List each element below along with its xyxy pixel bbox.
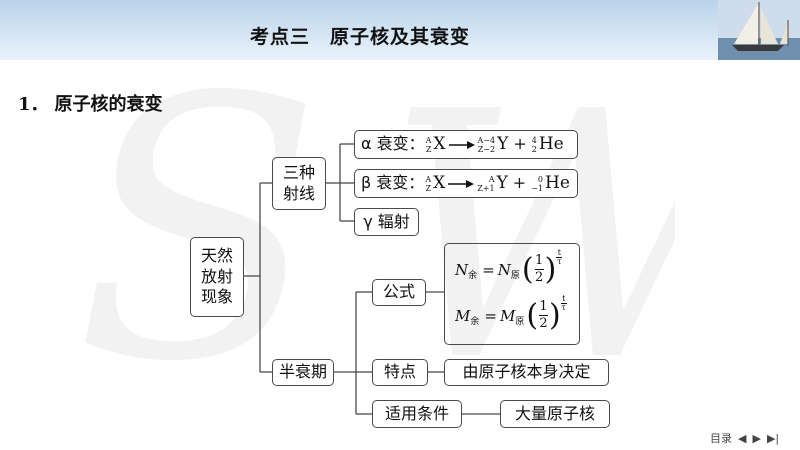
root-line-2: 放射 [200, 266, 233, 286]
node-gamma-radiation: γ 辐射 [354, 208, 419, 236]
node-feature-value: 由原子核本身决定 [444, 359, 609, 386]
node-applicable-condition: 适用条件 [372, 400, 462, 428]
prev-slide-icon[interactable]: ◀ [738, 431, 747, 445]
rays-line-1: 三种 [282, 162, 315, 182]
slide-navigation: 目录 ◀ ▶ ▶| [710, 430, 785, 446]
reaction-arrow-icon [448, 179, 475, 188]
node-applicable-value: 大量原子核 [500, 400, 610, 428]
node-feature: 特点 [372, 359, 428, 386]
alpha-prefix: α 衰变： [361, 134, 425, 154]
beta-prefix: β 衰变： [361, 173, 425, 193]
header-bar: 考点三 原子核及其衰变 [0, 0, 800, 60]
section-heading: 1．原子核的衰变 [18, 90, 163, 116]
section-title-text: 原子核的衰变 [54, 94, 163, 115]
next-slide-icon[interactable]: ▶ [752, 431, 761, 445]
page-title: 考点三 原子核及其衰变 [249, 26, 470, 48]
node-three-rays: 三种 射线 [272, 157, 326, 210]
toc-link[interactable]: 目录 [710, 432, 732, 445]
beta-particle-nuclide: 0−1 He [531, 173, 570, 194]
beta-plus: + [512, 173, 527, 193]
reaction-arrow-icon [448, 140, 475, 149]
node-half-life: 半衰期 [272, 359, 334, 386]
last-slide-icon[interactable]: ▶| [766, 431, 780, 445]
root-line-3: 现象 [200, 287, 233, 307]
alpha-plus: + [513, 134, 527, 154]
section-number: 1． [18, 94, 49, 115]
root-line-1: 天然 [200, 245, 233, 265]
sailboat-photo [718, 0, 800, 60]
rays-line-2: 射线 [282, 183, 315, 203]
node-formula: 公式 [372, 279, 426, 306]
root-node-natural-radioactivity: 天然 放射 现象 [190, 237, 244, 317]
